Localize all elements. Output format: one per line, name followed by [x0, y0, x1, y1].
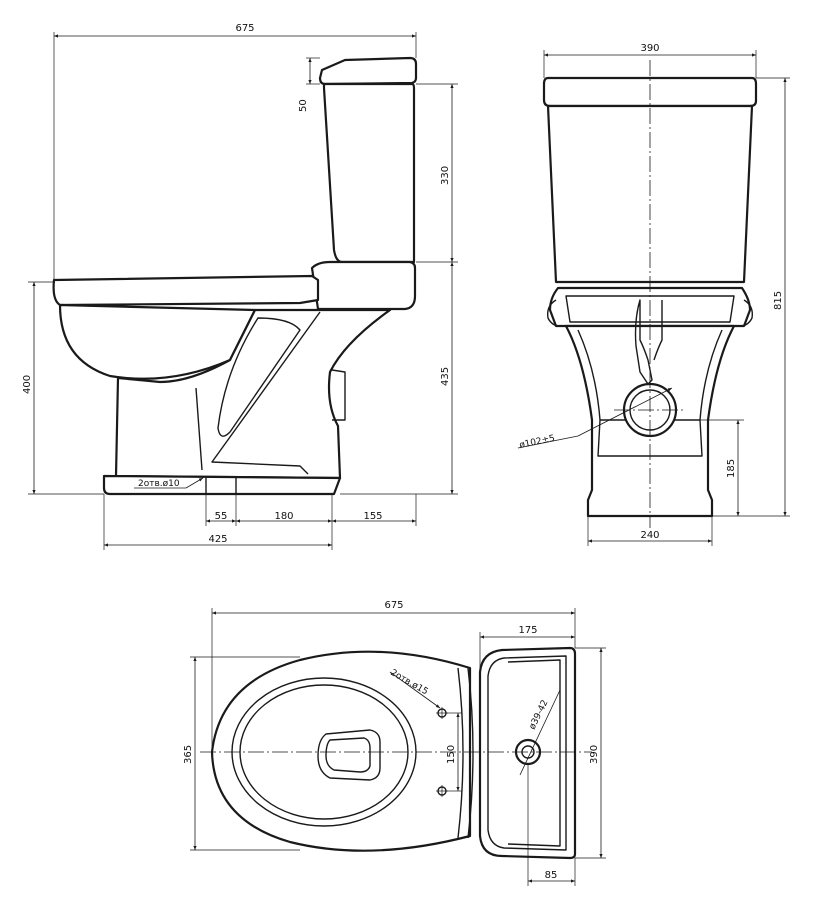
- dim-seat-height: 400: [22, 375, 33, 394]
- dim-hole-spacing: 150: [446, 745, 457, 764]
- dim-55: 55: [215, 511, 228, 522]
- dim-total-height: 815: [773, 291, 784, 310]
- dim-cistern-height: 330: [440, 166, 451, 185]
- dim-front-width: 390: [640, 43, 659, 54]
- dim-180: 180: [274, 511, 293, 522]
- side-view: 675 50 330 435 400 2отв.ø10 55 180: [22, 23, 458, 550]
- dim-155: 155: [363, 511, 382, 522]
- note-fix-holes: 2отв.ø10: [138, 479, 180, 489]
- dim-top-length: 675: [384, 600, 403, 611]
- dim-front-base: 240: [640, 530, 659, 541]
- dim-lid-height: 50: [298, 99, 309, 112]
- top-view: 675 175 365 390 150 2отв.ø15 ø39-42 85: [183, 600, 606, 886]
- dim-base-length: 425: [208, 534, 227, 545]
- dim-bowl-width: 365: [183, 745, 194, 764]
- dim-bowl-height: 435: [440, 367, 451, 386]
- front-view: 390 815 185 ø102±5 240: [517, 43, 790, 546]
- dim-tank-depth: 175: [518, 625, 537, 636]
- dim-outlet-height: 185: [726, 459, 737, 478]
- note-outlet-diameter: ø102±5: [519, 434, 556, 451]
- dim-inlet-offset: 85: [545, 870, 558, 881]
- dim-tank-width: 390: [589, 745, 600, 764]
- dim-side-width: 675: [235, 23, 254, 34]
